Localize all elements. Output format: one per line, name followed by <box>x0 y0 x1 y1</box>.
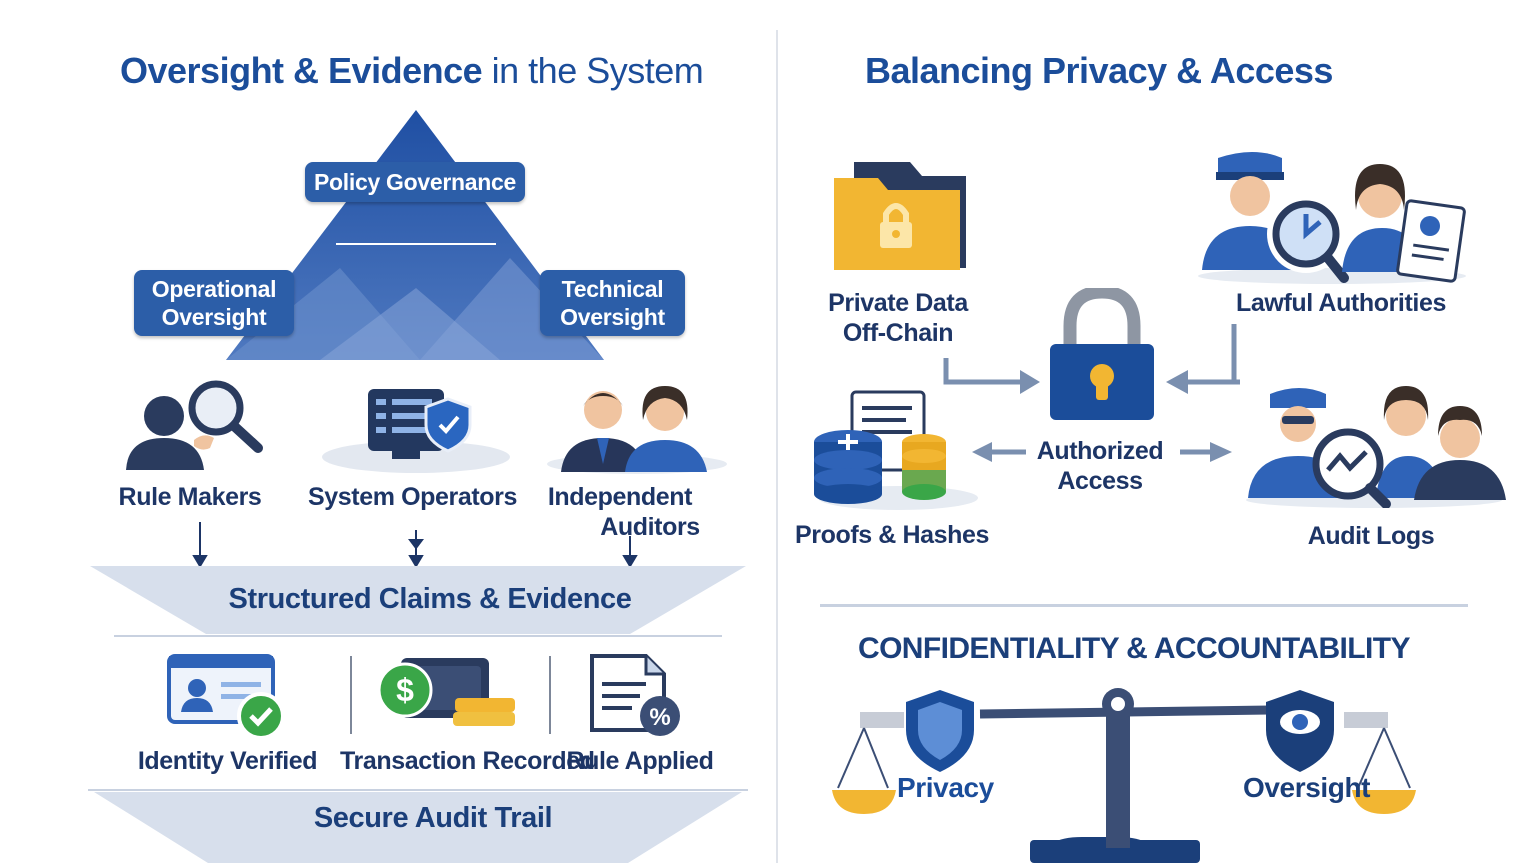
audit-band <box>88 789 748 863</box>
left-title: Oversight & Evidence in the System <box>120 50 704 91</box>
right-title: Balancing Privacy & Access <box>865 50 1333 91</box>
claims-band <box>90 566 746 637</box>
audit-logs-icon <box>1246 386 1506 508</box>
evidence-rule-label: Rule Applied <box>566 747 714 775</box>
right-section-divider <box>820 604 1468 607</box>
rule-makers-icon <box>126 380 263 470</box>
privacy-label: Privacy <box>897 772 994 803</box>
panel-divider <box>776 30 778 863</box>
operational-oversight-box: Operational Oversight <box>134 270 294 336</box>
technical-line2: Oversight <box>560 304 665 330</box>
transaction-icon: $ <box>377 658 515 726</box>
evidence-identity-label: Identity Verified <box>137 747 318 775</box>
authorized-access-label: Authorized Access <box>1036 437 1164 495</box>
operational-line2: Oversight <box>161 304 267 330</box>
governance-pyramid <box>226 110 604 360</box>
actor-rule-makers-label: Rule Makers <box>118 483 262 511</box>
locked-folder-icon <box>834 162 966 270</box>
technical-oversight-box: Technical Oversight <box>540 270 685 336</box>
balance-scale <box>832 688 1416 863</box>
system-operators-icon <box>322 389 510 473</box>
evidence-separator-1 <box>350 656 352 734</box>
confidentiality-title: CONFIDENTIALITY & ACCOUNTABILITY <box>858 632 1410 665</box>
oversight-label: Oversight <box>1243 772 1371 803</box>
private-data-label: Private Data Off-Chain <box>828 289 968 347</box>
audit-logs-label: Audit Logs <box>1307 522 1435 550</box>
rule-document-icon: % <box>590 654 680 736</box>
technical-line1: Technical <box>561 276 664 302</box>
access-connectors <box>943 324 1240 462</box>
lawful-authorities-label: Lawful Authorities <box>1236 289 1446 317</box>
operational-line1: Operational <box>151 276 277 302</box>
actor-independent-auditors-label: Independent Auditors <box>547 483 700 541</box>
padlock-icon <box>1050 288 1154 420</box>
proofs-hashes-icon <box>814 390 978 510</box>
actor-system-operators-label: System Operators <box>308 483 517 511</box>
lawful-authorities-icon <box>1198 152 1466 284</box>
claims-band-label: Structured Claims & Evidence <box>228 583 632 615</box>
svg-text:%: % <box>649 704 670 731</box>
identity-card-icon <box>167 654 285 740</box>
svg-text:$: $ <box>396 672 414 708</box>
proofs-hashes-label: Proofs & Hashes <box>794 521 990 549</box>
evidence-transaction-label: Transaction Recorded <box>340 747 595 775</box>
policy-governance-box: Policy Governance <box>305 162 525 202</box>
audit-band-label: Secure Audit Trail <box>313 802 553 834</box>
independent-auditors-icon <box>547 386 727 474</box>
evidence-separator-2 <box>549 656 551 734</box>
actor-arrows <box>192 522 638 568</box>
